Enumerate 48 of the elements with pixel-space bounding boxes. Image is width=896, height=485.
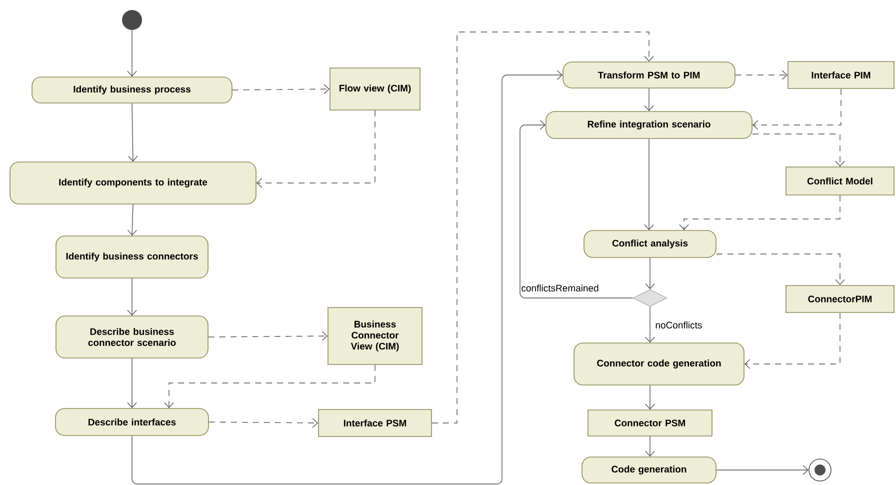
arrow [645,436,655,457]
object-box: Interface PSM [318,409,432,437]
initial-node [122,10,142,30]
arrow [127,204,138,236]
object-box: Conflict Model [786,166,894,196]
object-box: Flow view (CIM) [330,68,420,110]
action-box: Refine integration scenario [546,111,752,139]
arrow [644,138,654,230]
arrow [127,358,137,408]
action-box: Transform PSM to PIM [562,62,736,88]
object-box: Business Connector View (CIM) [328,307,422,365]
object-box: Interface PIM [788,61,894,89]
arrow [716,254,845,286]
action-box: Describe business connector scenario [56,316,208,358]
arrow [164,364,376,408]
arrow [520,120,634,298]
action-box: Describe interfaces [55,408,209,436]
arrow [735,70,788,80]
arrow [256,110,376,188]
edge-label: noConflicts [656,322,702,328]
arrow [645,385,655,410]
final-node [808,458,832,482]
arrow [208,418,318,428]
arrow [132,70,563,484]
arrow [752,88,842,130]
decision-diamond [632,289,668,307]
action-box: Identify business process [32,76,232,104]
object-box: Connector PSM [588,410,712,436]
action-box: Code generation [582,456,716,484]
object-box: ConnectorPIM [786,285,894,313]
edge-label: conflictsRemained [522,284,598,292]
action-box: Conflict analysis [584,230,716,258]
arrow [644,88,654,112]
arrow [744,312,840,369]
action-box: Connector code generation [574,342,744,386]
arrow [128,103,138,162]
arrow [208,331,328,341]
arrow [716,465,809,475]
arrow [432,32,654,424]
arrow [645,258,655,290]
arrow [752,134,845,167]
arrow [679,195,840,230]
action-box: Identify business connectors [56,236,208,278]
arrow [645,306,655,343]
arrow [127,278,137,316]
action-box: Identify components to integrate [10,162,256,204]
arrow [232,84,330,94]
arrow [127,30,137,77]
